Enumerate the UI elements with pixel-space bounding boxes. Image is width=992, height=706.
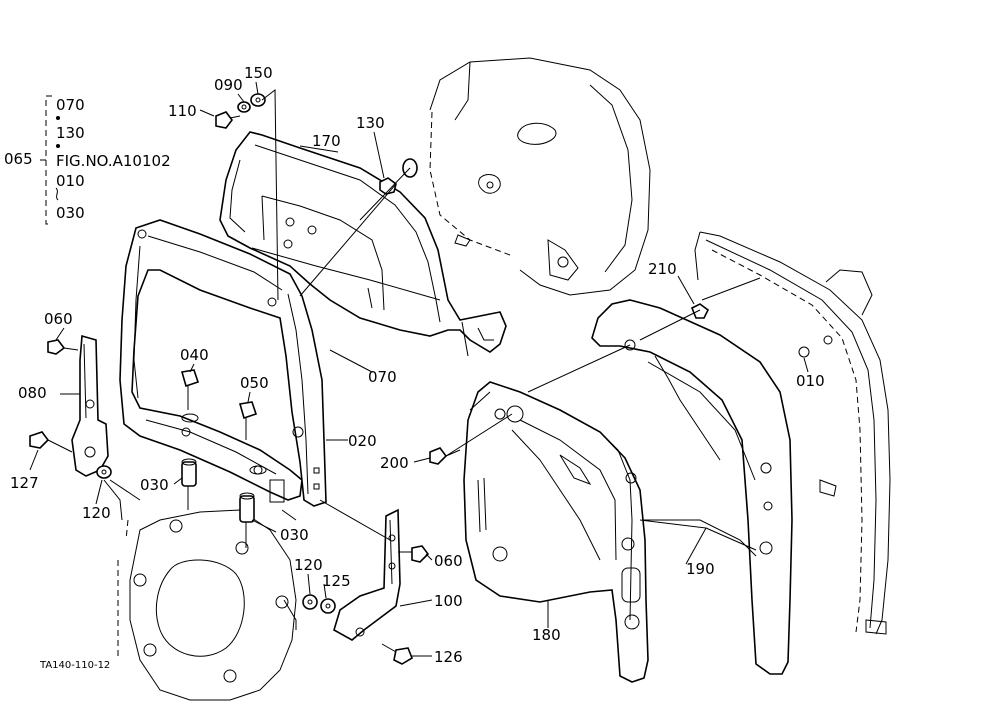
figure-code: TA140-110-12 <box>39 660 110 671</box>
hardware <box>29 93 710 665</box>
label-030-lower: 030 <box>280 526 309 544</box>
engine-housing <box>429 57 651 296</box>
bracket-080 <box>71 334 109 477</box>
part-labels: 110 090 150 170 130 210 010 070 020 040 … <box>4 64 825 671</box>
label-020: 020 <box>348 432 377 450</box>
label-090: 090 <box>214 76 243 94</box>
group-065-bracket <box>40 95 60 225</box>
label-190: 190 <box>686 560 715 578</box>
label-040: 040 <box>180 346 209 364</box>
label-127: 127 <box>10 474 39 492</box>
label-150: 150 <box>244 64 273 82</box>
group-065-item-2: 130 <box>56 124 85 142</box>
group-065-item-3: FIG.NO.A10102 <box>56 152 171 170</box>
group-065-item-1: 070 <box>56 96 85 114</box>
group-065-item-5: 030 <box>56 204 85 222</box>
label-080: 080 <box>18 384 47 402</box>
cover-plate-180 <box>463 381 649 683</box>
label-110: 110 <box>168 102 197 120</box>
label-130: 130 <box>356 114 385 132</box>
label-050: 050 <box>240 374 269 392</box>
label-060-left: 060 <box>44 310 73 328</box>
cover-170 <box>219 131 507 357</box>
cover-plate-190 <box>591 299 793 675</box>
label-030-upper: 030 <box>140 476 169 494</box>
assembly-lines <box>103 88 761 548</box>
leader-lines <box>29 81 809 657</box>
label-065: 065 <box>4 150 33 168</box>
label-120-lower: 120 <box>294 556 323 574</box>
label-120-left: 120 <box>82 504 111 522</box>
label-070: 070 <box>368 368 397 386</box>
label-126: 126 <box>434 648 463 666</box>
label-170: 170 <box>312 132 341 150</box>
label-125: 125 <box>322 572 351 590</box>
label-060-right: 060 <box>434 552 463 570</box>
label-200: 200 <box>380 454 409 472</box>
label-100: 100 <box>434 592 463 610</box>
transmission-housing <box>117 509 297 701</box>
bracket-100 <box>333 508 401 641</box>
label-180: 180 <box>532 626 561 644</box>
label-210: 210 <box>648 260 677 278</box>
group-065-item-4: 010 <box>56 172 85 190</box>
side-panel <box>694 231 891 635</box>
frame-020 <box>119 219 327 507</box>
label-010: 010 <box>796 372 825 390</box>
